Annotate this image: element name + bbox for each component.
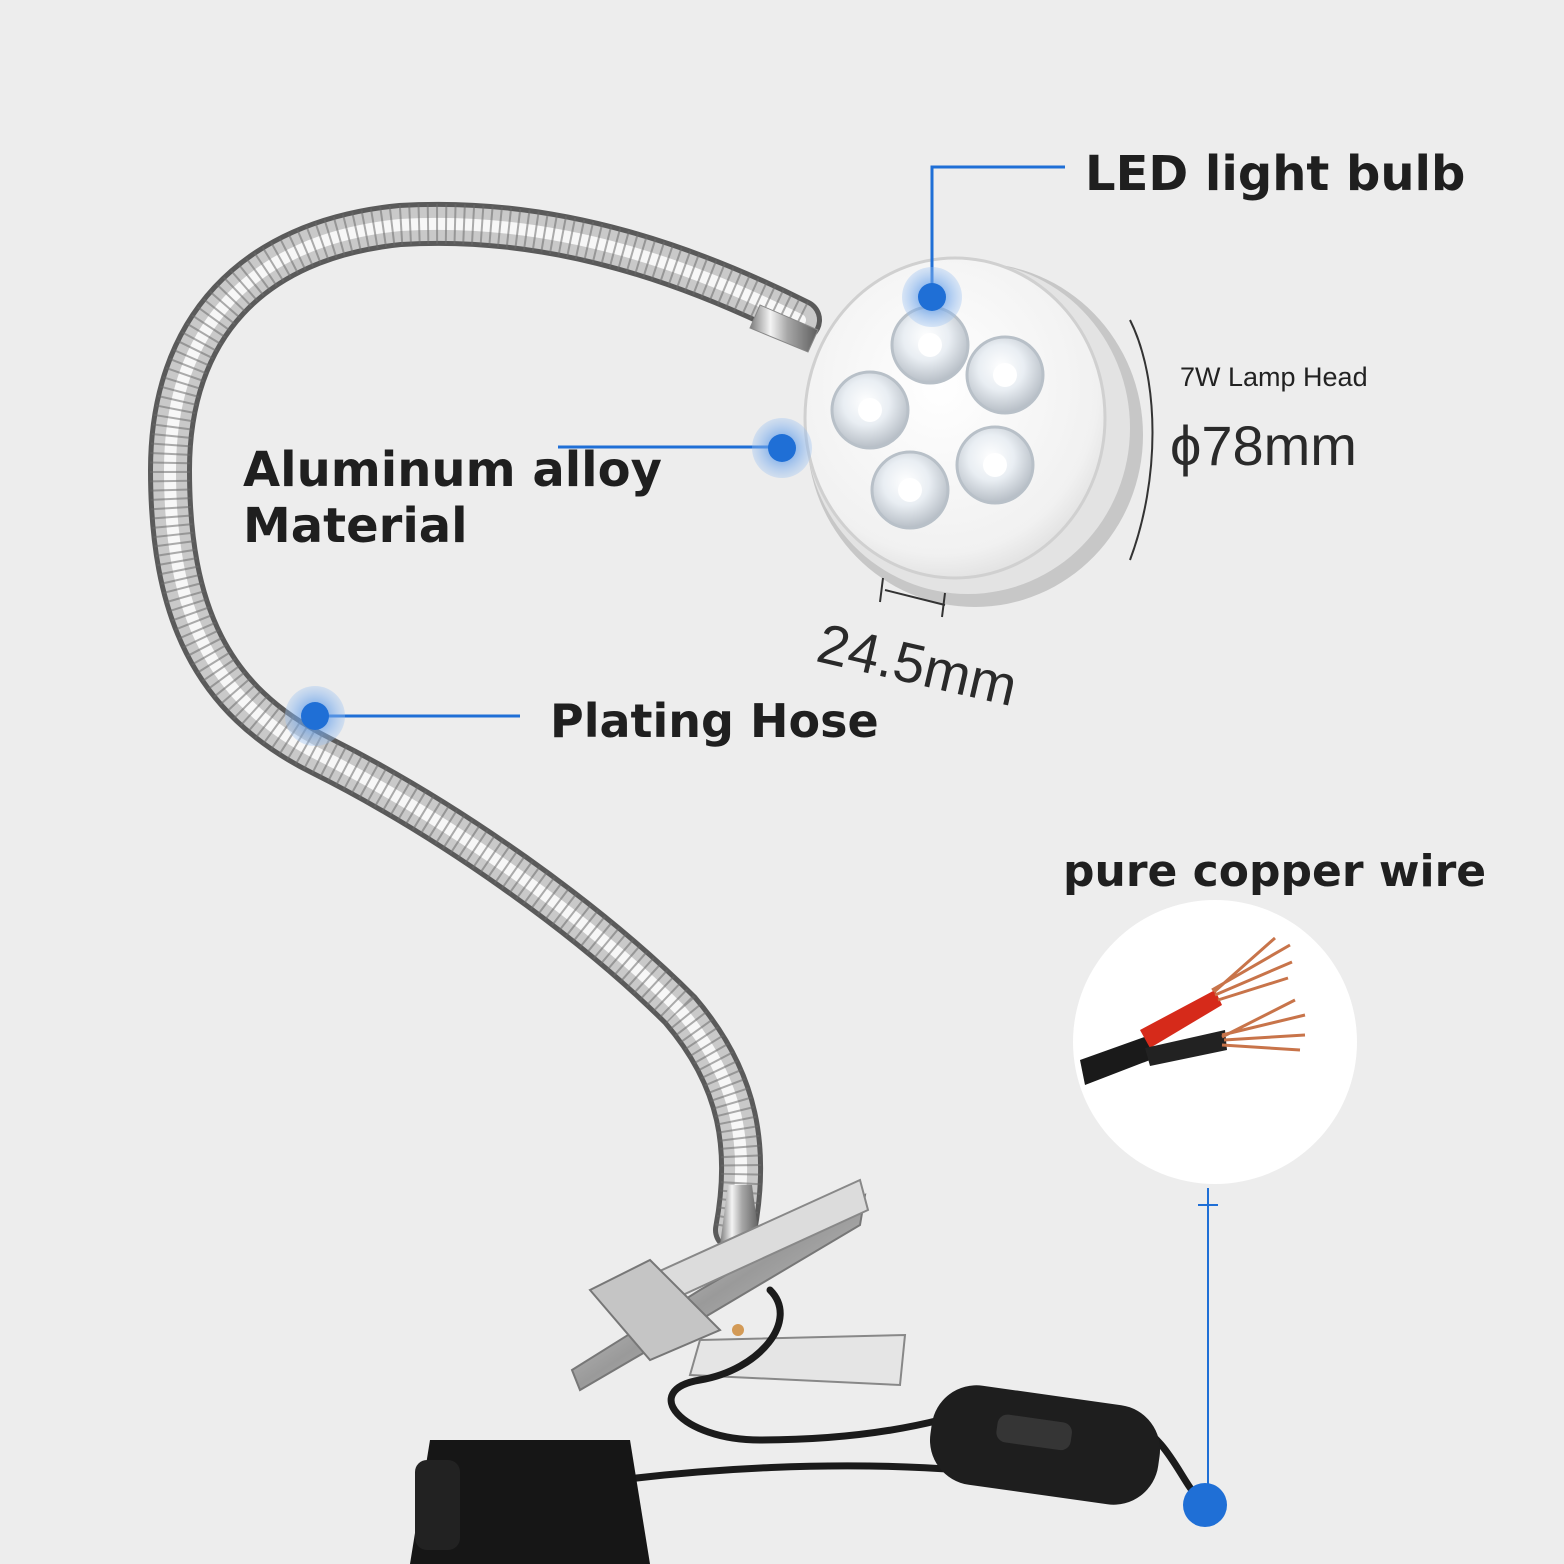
callout-hose — [285, 686, 520, 746]
callout-copper — [1183, 1188, 1227, 1527]
led-light-bulb-label: LED light bulb — [1085, 146, 1466, 202]
plating-hose-label: Plating Hose — [550, 694, 879, 748]
inline-switch-icon — [929, 1385, 1161, 1505]
led-bulbs — [830, 305, 1045, 530]
copper-wire-icon — [1073, 900, 1357, 1184]
callout-aluminum — [558, 418, 812, 478]
dimension-marks — [879, 319, 1154, 618]
led-lamp-head-icon — [803, 256, 1143, 607]
gooseneck-hose-icon — [147, 201, 822, 1252]
lamp-head-power-label: 7W Lamp Head — [1180, 362, 1368, 392]
power-adapter-icon — [410, 1440, 650, 1564]
aluminum-alloy-line1: Aluminum alloy — [243, 442, 662, 498]
spring-clip-icon — [570, 1178, 907, 1392]
lamp-head-diameter-label: ϕ78mm — [1170, 414, 1357, 477]
copper-wire-label: pure copper wire — [1063, 846, 1487, 897]
aluminum-alloy-line2: Material — [243, 498, 468, 554]
callout-led — [902, 165, 1065, 327]
aluminum-alloy-label: Aluminum alloy Material — [243, 442, 662, 554]
